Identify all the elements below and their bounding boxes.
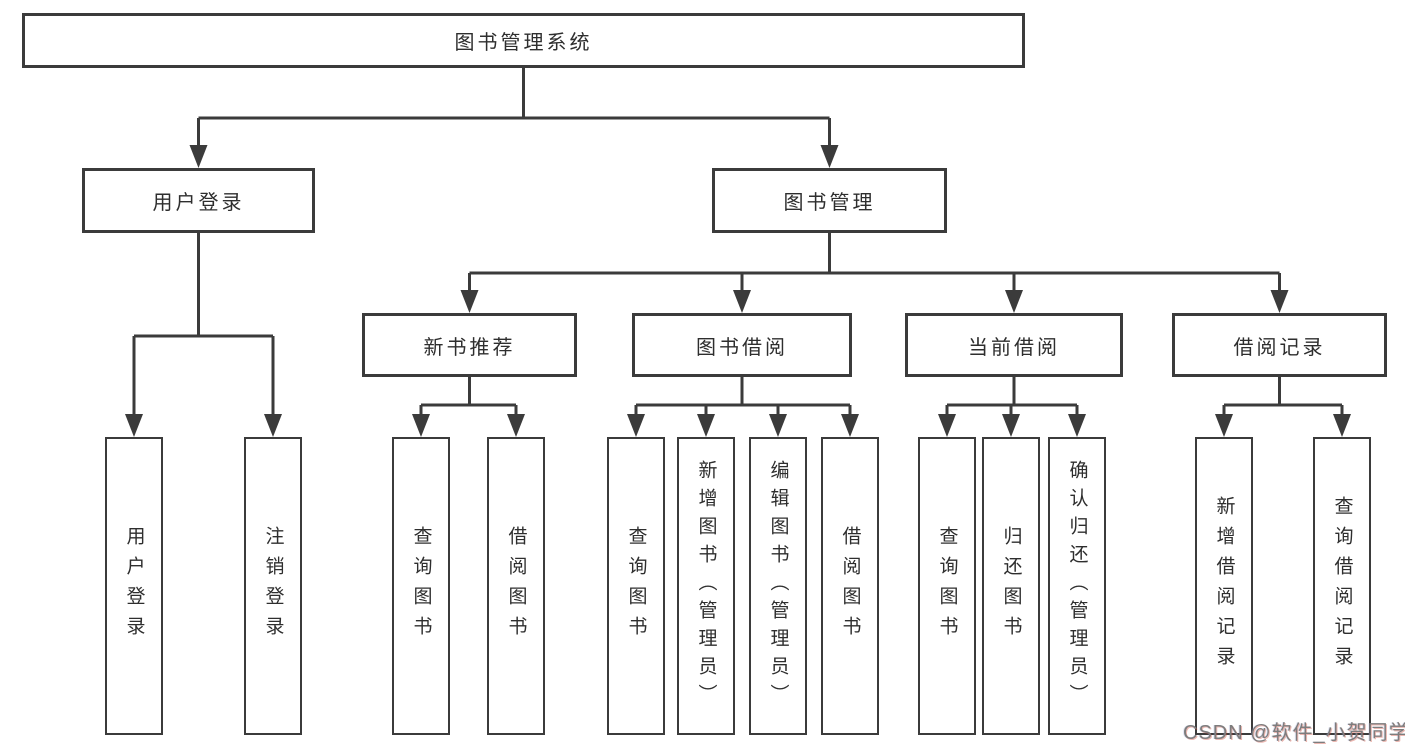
leaf-confirm-return-admin: 确认归还（管理员） xyxy=(1048,437,1106,735)
leaf-logout: 注销登录 xyxy=(244,437,302,735)
leaf-return-book-label: 归还图书 xyxy=(1000,526,1022,646)
leaf-query-borrow-record: 查询借阅记录 xyxy=(1313,437,1371,735)
node-new-book-recommend-label: 新书推荐 xyxy=(423,336,516,359)
leaf-add-book-admin-label: 新增图书（管理员） xyxy=(695,460,717,712)
leaf-add-book-admin: 新增图书（管理员） xyxy=(677,437,735,735)
leaf-add-borrow-record: 新增借阅记录 xyxy=(1195,437,1253,735)
leaf-borrow-books-1: 借阅图书 xyxy=(487,437,545,735)
node-book-management-label: 图书管理 xyxy=(783,192,876,214)
leaf-query-books-3-label: 查询图书 xyxy=(936,526,958,646)
node-user-login: 用户登录 xyxy=(82,168,315,233)
arrowheads xyxy=(125,145,1351,437)
node-book-borrow: 图书借阅 xyxy=(632,313,852,377)
leaf-query-books-2: 查询图书 xyxy=(607,437,665,735)
node-borrow-records-label: 借阅记录 xyxy=(1233,336,1326,359)
node-book-borrow-label: 图书借阅 xyxy=(696,336,788,359)
connector-book-management-to-level3 xyxy=(468,233,1281,291)
leaf-query-books-3: 查询图书 xyxy=(918,437,976,735)
node-current-borrow-label: 当前借阅 xyxy=(968,336,1060,359)
csdn-watermark: CSDN @软件_小贺同学 xyxy=(1183,722,1405,744)
connector-current-borrow-to-leaves xyxy=(945,377,1079,415)
connector-user-login-to-leaves xyxy=(132,233,275,415)
node-book-management: 图书管理 xyxy=(712,168,947,233)
node-root-label: 图书管理系统 xyxy=(454,32,593,54)
node-new-book-recommend: 新书推荐 xyxy=(362,313,577,377)
leaf-user-login-label: 用户登录 xyxy=(123,526,145,646)
leaf-query-books-1-label: 查询图书 xyxy=(410,526,432,646)
node-root: 图书管理系统 xyxy=(22,13,1025,68)
leaf-logout-label: 注销登录 xyxy=(262,526,284,646)
leaf-borrow-books-1-label: 借阅图书 xyxy=(505,526,527,646)
node-borrow-records: 借阅记录 xyxy=(1172,313,1387,377)
leaf-user-login: 用户登录 xyxy=(105,437,163,735)
node-current-borrow: 当前借阅 xyxy=(905,313,1123,377)
leaf-query-borrow-record-label: 查询借阅记录 xyxy=(1331,496,1353,676)
leaf-confirm-return-admin-label: 确认归还（管理员） xyxy=(1066,460,1088,712)
leaf-edit-book-admin: 编辑图书（管理员） xyxy=(749,437,807,735)
connector-root-to-level2 xyxy=(197,68,831,146)
connector-book-borrow-to-leaves xyxy=(634,377,852,415)
leaf-edit-book-admin-label: 编辑图书（管理员） xyxy=(767,460,789,712)
leaf-query-books-1: 查询图书 xyxy=(392,437,450,735)
connector-new-book-recommend-to-leaves xyxy=(419,377,518,415)
node-user-login-label: 用户登录 xyxy=(152,192,245,214)
leaf-query-books-2-label: 查询图书 xyxy=(625,526,647,646)
leaf-borrow-books-2-label: 借阅图书 xyxy=(839,526,861,646)
leaf-borrow-books-2: 借阅图书 xyxy=(821,437,879,735)
leaf-add-borrow-record-label: 新增借阅记录 xyxy=(1213,496,1235,676)
leaf-return-book: 归还图书 xyxy=(982,437,1040,735)
connector-borrow-records-to-leaves xyxy=(1222,377,1344,415)
